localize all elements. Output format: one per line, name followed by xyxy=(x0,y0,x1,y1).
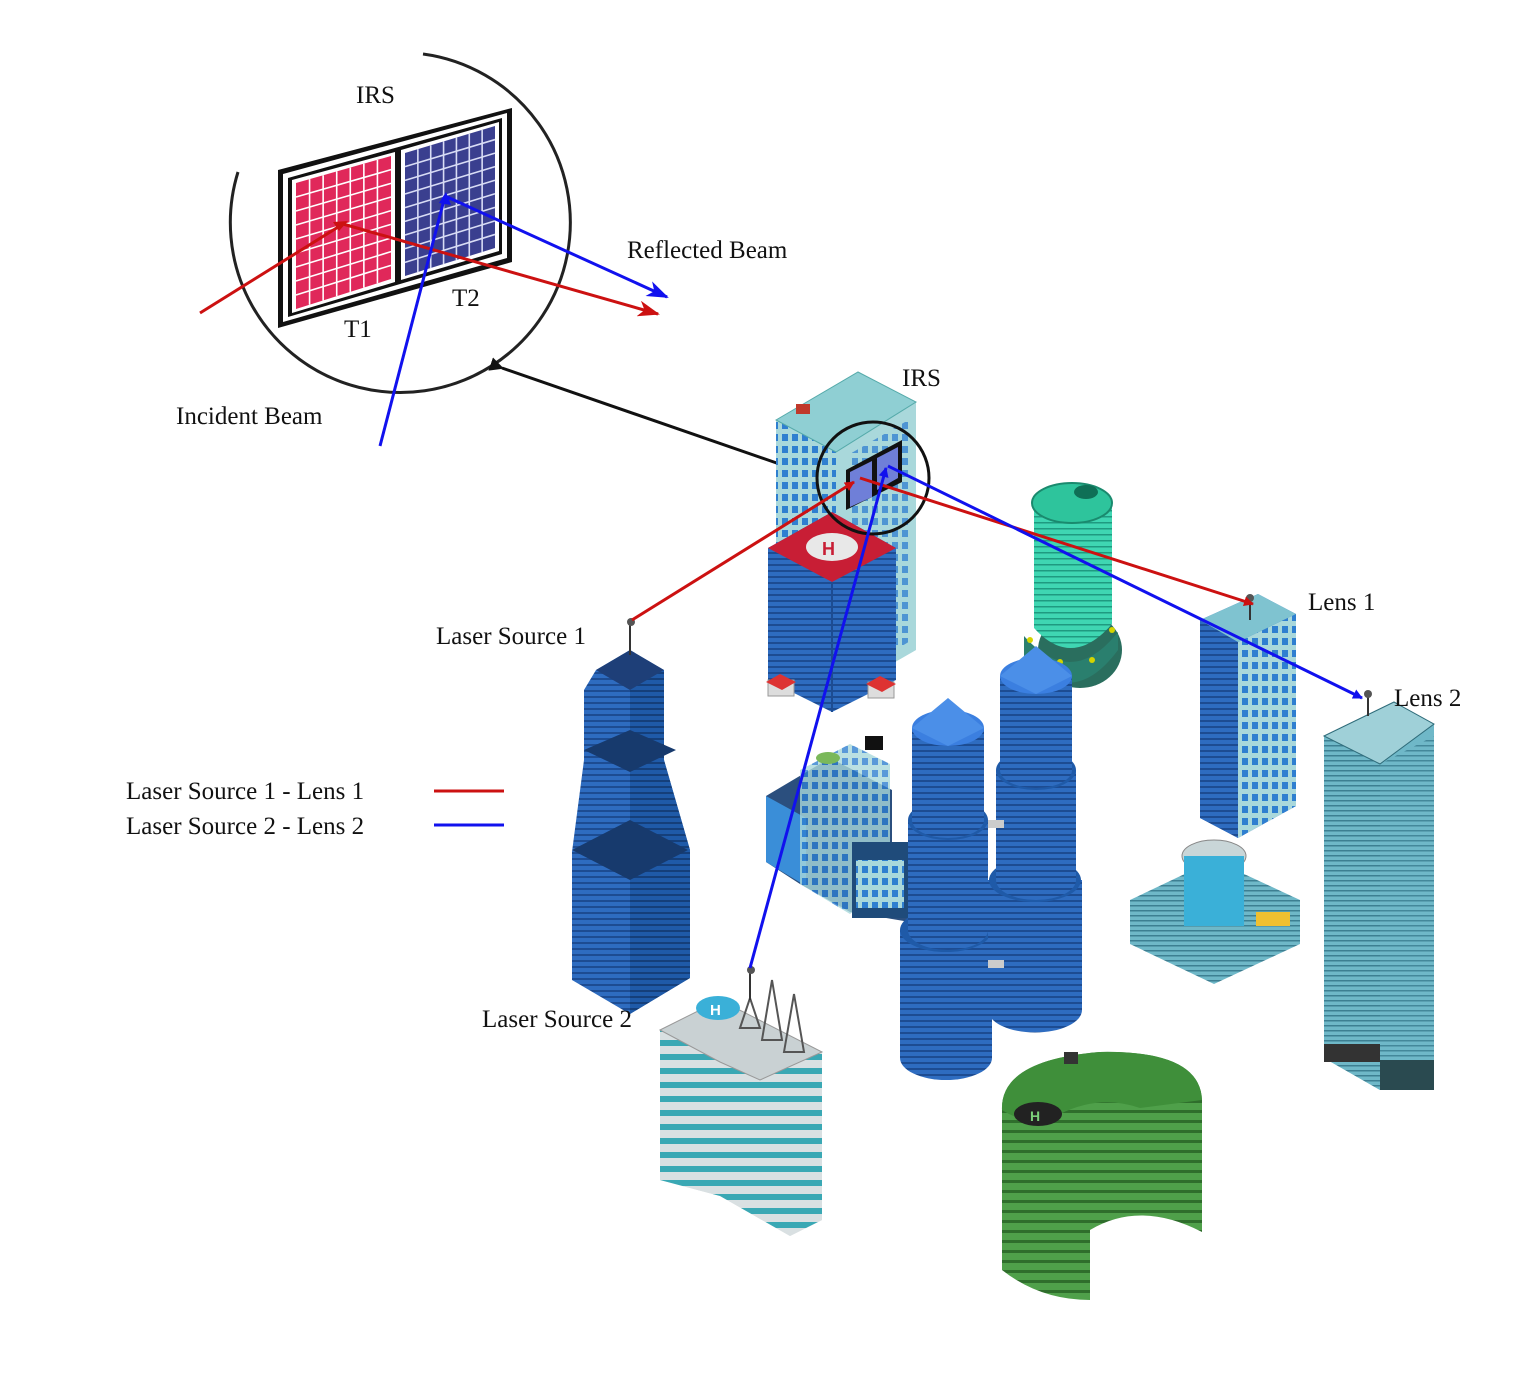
reflected-beam-blue xyxy=(444,194,669,299)
legend: Laser Source 1 - Lens 1 Laser Source 2 -… xyxy=(126,778,504,840)
irs-tile-gridline xyxy=(404,165,496,195)
laser-source-2-building: H Laser Source 2 xyxy=(482,966,824,1236)
link-irs-to-lens1 xyxy=(859,476,1254,607)
irs-tile-gridline xyxy=(295,250,392,282)
laser-source-1-label: Laser Source 1 xyxy=(436,623,586,650)
lens-1-label: Lens 1 xyxy=(1308,589,1375,616)
incident-beam-blue xyxy=(378,195,447,447)
irs-tile-gridline xyxy=(295,223,392,254)
irs-tile-gridline xyxy=(295,237,392,268)
irs-tile-gridline xyxy=(295,168,392,198)
incident-beam-label: Incident Beam xyxy=(176,403,323,430)
incident-arrowhead-blue xyxy=(439,192,451,205)
link-laser2-to-irs xyxy=(748,467,889,969)
svg-text:H: H xyxy=(1030,1108,1040,1124)
irs-tile-gridline xyxy=(404,233,496,264)
blue-cylinder-towers xyxy=(900,646,1082,1080)
link-laser1-to-irs xyxy=(631,480,855,622)
irs-building-circle xyxy=(815,420,931,536)
irs-tile-gridline xyxy=(295,264,392,296)
reflected-beam-label: Reflected Beam xyxy=(627,237,788,264)
irs-tile-gridline xyxy=(295,196,392,226)
svg-text:H: H xyxy=(710,1002,721,1019)
t2-label: T2 xyxy=(452,285,480,312)
navy-office-building xyxy=(766,736,910,922)
legend-label-link1: Laser Source 1 - Lens 1 xyxy=(126,778,364,805)
irs-tile-group-t2 xyxy=(405,126,495,276)
laser-source-2-label: Laser Source 2 xyxy=(482,1006,632,1033)
legend-item: Laser Source 1 - Lens 1 xyxy=(126,778,504,805)
t1-label: T1 xyxy=(344,316,372,343)
irs-tile-gridline xyxy=(404,138,496,168)
legend-item: Laser Source 2 - Lens 2 xyxy=(126,813,504,840)
irs-tile-gridline xyxy=(295,182,392,212)
lens-2-tower: Lens 2 xyxy=(1322,685,1461,1090)
lens-2-label: Lens 2 xyxy=(1394,685,1461,712)
svg-text:H: H xyxy=(822,539,835,559)
irs-tile-gridline xyxy=(404,220,496,250)
irs-tile-gridline xyxy=(404,179,496,209)
link-irs-to-lens2 xyxy=(887,464,1363,700)
irs-zoom-inset: IRS T1 T2 Reflected Beam Incident Beam xyxy=(176,52,788,447)
irs-tile-gridline xyxy=(404,193,496,223)
irs-building-label: IRS xyxy=(902,365,941,392)
irs-tile-group-t1 xyxy=(296,156,391,309)
reflected-beam-red xyxy=(342,222,660,317)
laser-source-1-tower: Laser Source 1 xyxy=(436,618,690,1014)
incident-beam-red xyxy=(199,222,344,315)
legend-label-link2: Laser Source 2 - Lens 2 xyxy=(126,813,364,840)
green-curved-building: H xyxy=(1001,1051,1202,1300)
incident-arrowhead-red xyxy=(333,221,348,231)
irs-zoom-label: IRS xyxy=(356,82,395,109)
irs-panel xyxy=(278,108,512,328)
zoom-pointer-arrow xyxy=(488,357,821,480)
irs-building: H IRS xyxy=(766,365,941,712)
irs-tile-gridline xyxy=(404,152,496,182)
